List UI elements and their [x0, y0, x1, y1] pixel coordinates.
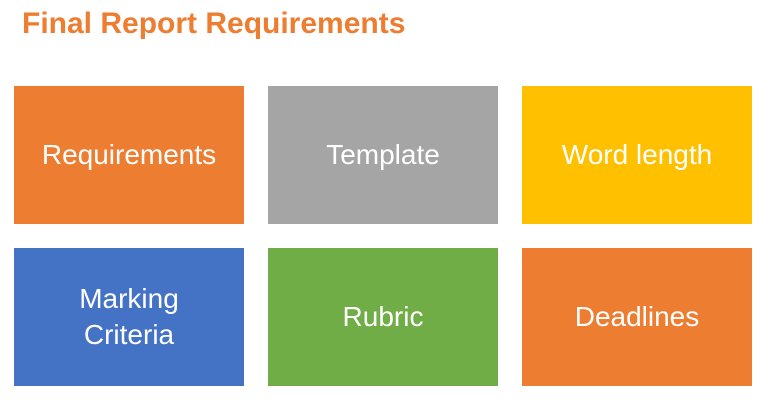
tile-marking-criteria[interactable]: Marking Criteria — [14, 248, 244, 386]
tile-label: Word length — [561, 139, 713, 170]
tile-template[interactable]: Template — [268, 86, 498, 224]
page-title: Final Report Requirements — [22, 7, 406, 40]
tile-requirements[interactable]: Requirements — [14, 86, 244, 224]
tile-label: Rubric — [342, 301, 424, 332]
tile-label: Requirements — [41, 139, 217, 170]
tile-word-length[interactable]: Word length — [522, 86, 752, 224]
tile-rubric[interactable]: Rubric — [268, 248, 498, 386]
tile-label: Deadlines — [574, 301, 700, 332]
tile-label: Template — [326, 139, 440, 170]
tile-label: Marking Criteria — [79, 283, 179, 350]
tile-deadlines[interactable]: Deadlines — [522, 248, 752, 386]
tile-grid: Requirements Template Word length Markin… — [14, 86, 752, 386]
